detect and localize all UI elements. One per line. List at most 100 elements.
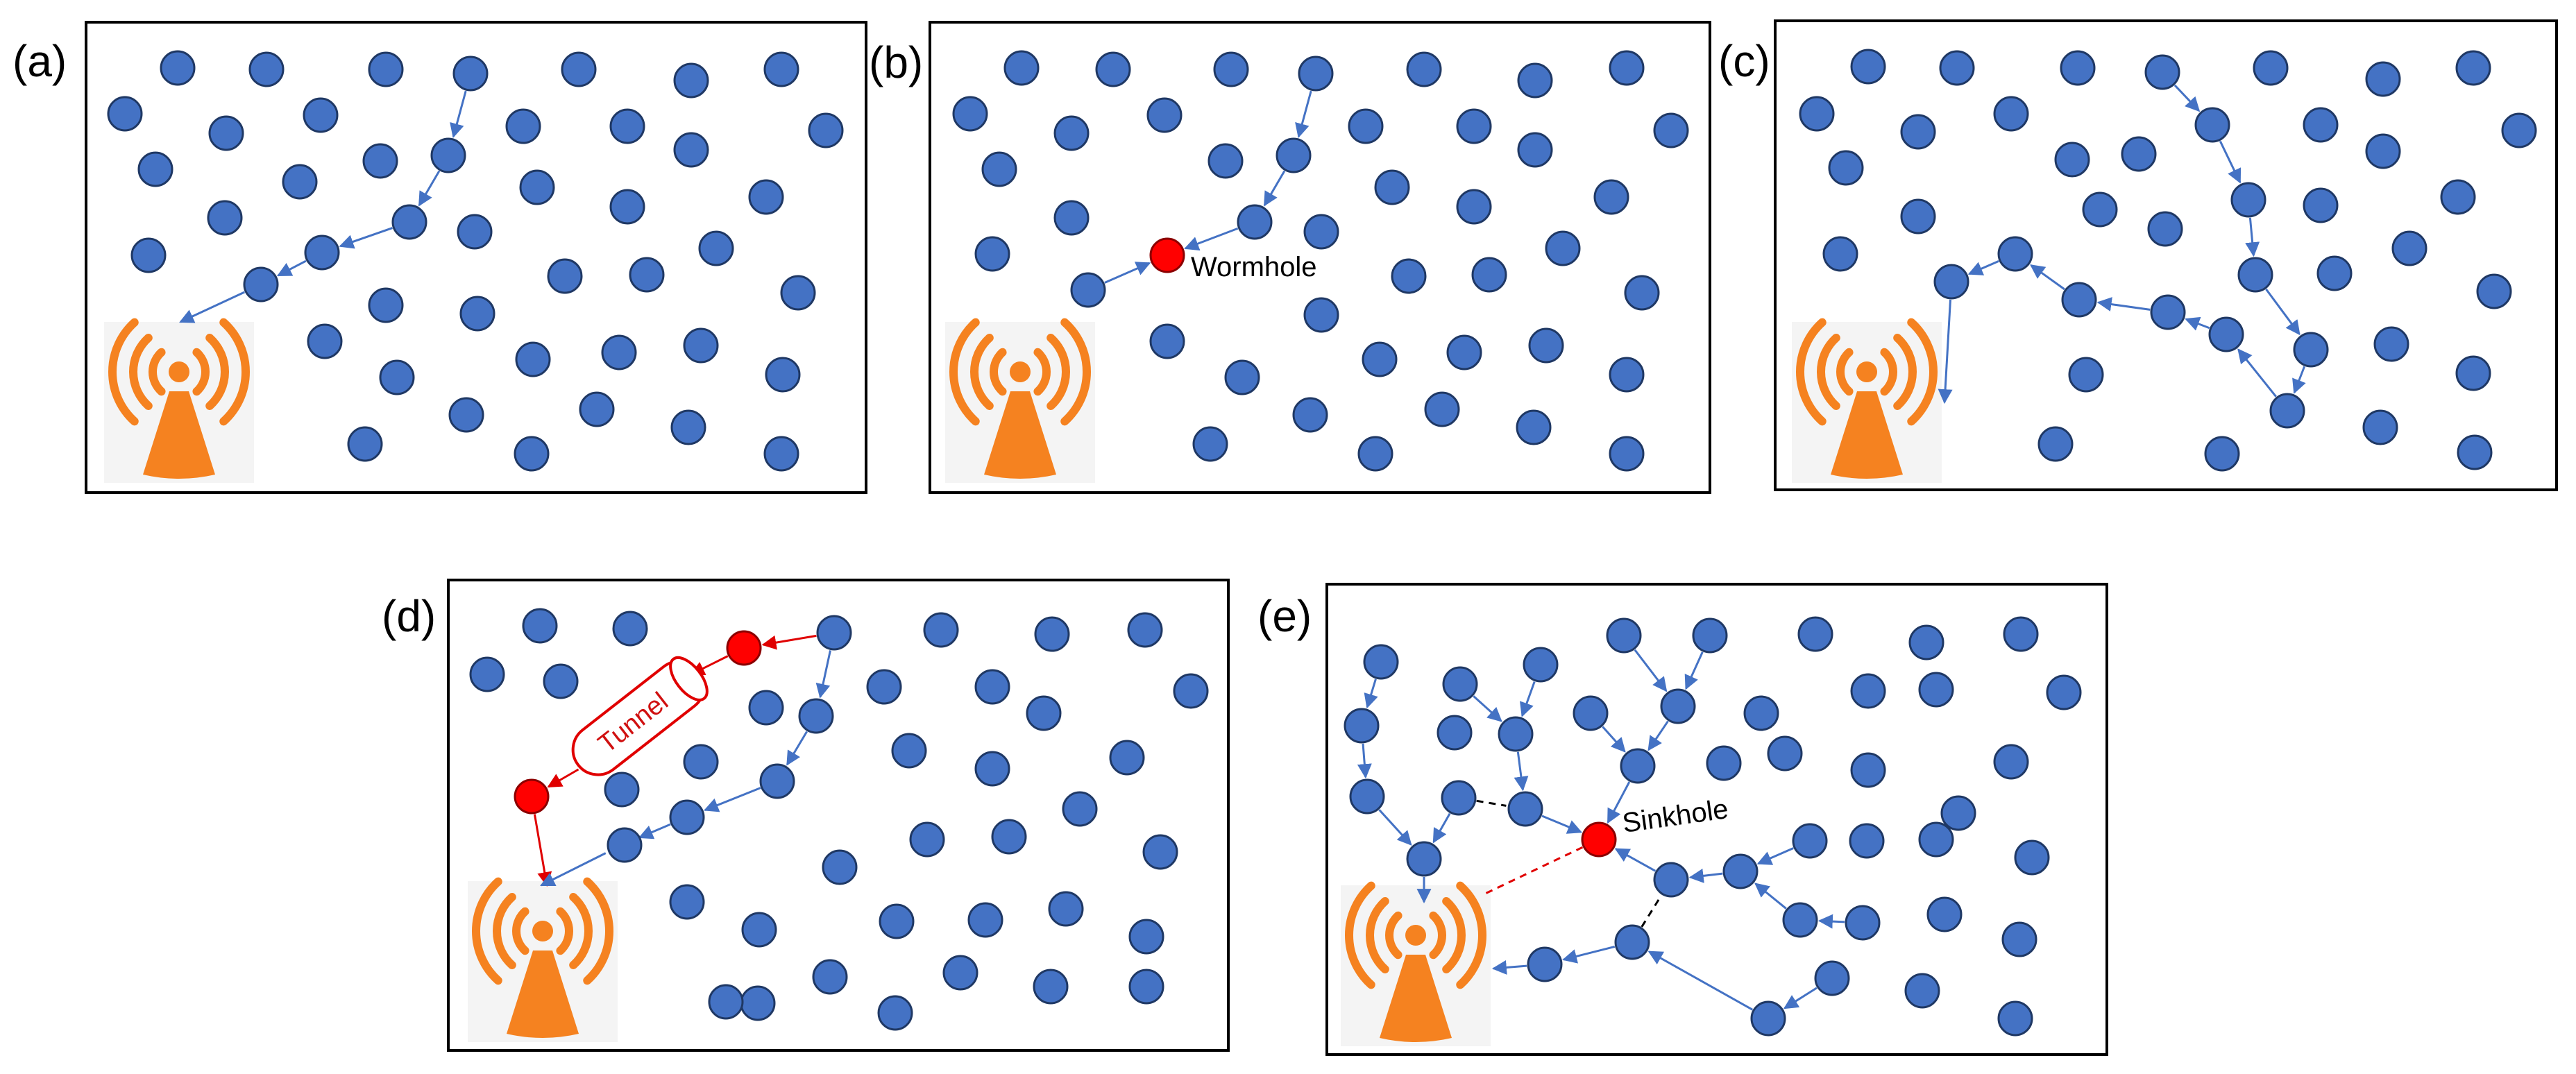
sensor-node-icon [1904,973,1940,1009]
sensor-node-icon [879,903,915,939]
sensor-node-icon [2455,355,2491,391]
sensor-node-icon [1208,143,1244,179]
sensor-node-icon [1127,612,1163,648]
sensor-node-icon [248,51,285,87]
sensor-node-icon [1303,297,1339,333]
sensor-node-icon [673,62,709,99]
sensor-node-icon [812,959,848,995]
sensor-node-icon [1792,823,1828,859]
sensor-node-icon [1053,200,1090,236]
sensor-node-icon [1750,1000,1786,1037]
wormhole-label: Wormhole [1191,252,1317,282]
signal-wave [205,333,229,411]
signal-wave [1893,333,1917,411]
sensor-node-icon [1276,137,1312,173]
sensor-node-icon [1437,715,1473,751]
arrow-icon [761,634,817,650]
sensor-node-icon [522,608,558,644]
base-station-icon [468,877,618,1042]
sensor-node-icon [1303,214,1339,250]
arrow-icon [2265,288,2300,336]
signal-wave [1796,318,1827,426]
sensor-node-icon [708,984,744,1020]
signal-wave [1060,318,1091,426]
sensor-node-icon [974,236,1010,272]
sensor-node-icon [1653,862,1689,898]
sensor-node-icon [2440,179,2476,215]
signal-wave [949,318,980,426]
arrow-icon [1614,848,1656,872]
sensor-node-icon [1997,1000,2033,1037]
sensor-node-icon [967,902,1003,938]
sensor-node-icon [923,612,959,648]
sensor-node-icon [607,827,643,863]
arrow-icon [2030,264,2065,291]
sensor-node-icon [2316,255,2353,291]
signal-wave [1345,881,1375,989]
sensor-node-icon [780,275,816,311]
sensor-node-icon [601,334,637,370]
dashed-link [1482,846,1584,896]
sensor-node-icon [798,698,834,734]
sensor-node-icon [1849,823,1885,859]
sensor-node-icon [683,327,719,364]
sensor-node-icon [207,200,243,236]
malicious-node-icon [1149,237,1185,273]
sensor-node-icon [430,137,466,173]
sensor-node-icon [2303,107,2339,143]
sensor-node-icon [604,772,640,808]
sensor-node-icon [1528,327,1564,364]
sensor-node-icon [368,287,404,323]
sensor-node-icon [673,132,709,168]
sensor-node-icon [514,436,550,472]
sensor-node-icon [2014,839,2050,876]
tower-body [1831,391,1903,479]
sensor-node-icon [1026,695,1062,731]
sensor-node-icon [1850,49,1886,85]
sensor-node-icon [1406,51,1442,87]
arrow-icon [1473,695,1502,722]
antenna-dot [1856,361,1877,382]
sensor-node-icon [505,108,541,144]
sensor-node-icon [1573,695,1609,731]
arrow-icon [450,90,467,139]
sensor-node-icon [1993,96,2029,132]
sensor-node-icon [561,51,597,87]
signal-wave [1907,318,1938,426]
sensor-node-icon [1593,179,1629,215]
arrow-icon [1263,170,1286,207]
arrow-icon [1378,809,1412,846]
sensor-node-icon [748,690,784,726]
sensor-node-icon [1609,436,1645,472]
panel-e-frame [1325,583,2108,1056]
sensor-node-icon [448,397,484,433]
panel-label-c: (c) [1718,36,1770,86]
base-station-icon [1341,881,1491,1046]
sensor-node-icon [2269,393,2305,429]
signal-wave [1442,896,1466,974]
sensor-node-icon [612,611,648,647]
arrow-icon [2185,316,2210,331]
sensor-node-icon [1660,688,1696,724]
sensor-node-icon [1391,258,1427,294]
sensor-node-icon [1624,275,1660,311]
sensor-node-icon [981,151,1017,187]
sensor-node-icon [1850,752,1886,788]
tower-body [507,951,579,1038]
panel-label-e: (e) [1257,591,1312,641]
sensor-node-icon [547,258,583,294]
antenna-dot [1010,361,1031,382]
sensor-node-icon [2391,230,2427,266]
sensor-node-icon [765,357,801,393]
arrow-icon [1357,743,1372,779]
sensor-node-icon [243,266,279,302]
sensor-node-icon [2082,191,2118,228]
sensor-node-icon [1692,617,1728,654]
sensor-node-icon [909,821,945,858]
sensor-node-icon [1146,97,1183,133]
sensor-node-icon [1918,821,1954,858]
arrow-icon [1756,847,1794,865]
sensor-node-icon [759,763,795,799]
sensor-node-icon [1349,778,1385,815]
sensor-node-icon [2144,54,2180,90]
